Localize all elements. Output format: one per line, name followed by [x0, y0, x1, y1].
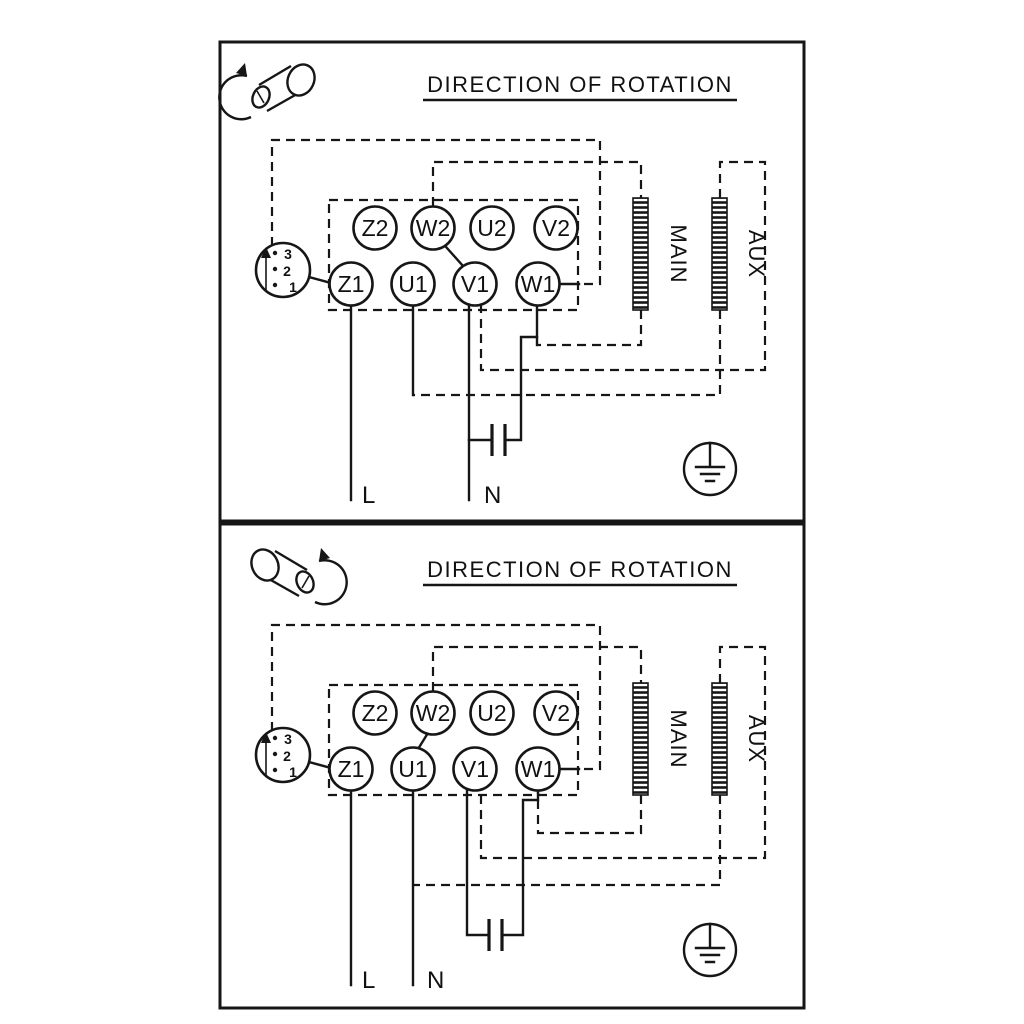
- terminal-u1: U1: [390, 261, 436, 307]
- terminal-u1: U1: [390, 746, 436, 792]
- selector-switch: 3 2 1: [254, 241, 312, 299]
- wire-aux-bottom-loop: [413, 795, 722, 887]
- wire-main-bottom-loop: [537, 310, 643, 347]
- terminal-block: [327, 198, 580, 312]
- switch-pos-2: 2: [283, 263, 291, 279]
- terminal-v1-label: V1: [461, 756, 489, 782]
- panel-1-border: [218, 40, 806, 523]
- capacitor-symbol: [465, 789, 540, 951]
- wire-w2-to-main: [431, 160, 643, 206]
- earth-ground-icon: [682, 441, 738, 497]
- neutral-label: N: [427, 967, 444, 994]
- rotation-arrowhead: [236, 63, 247, 76]
- wire-switch-loop: [270, 623, 602, 771]
- terminal-z1-label: Z1: [338, 271, 365, 297]
- terminal-v1: V1: [452, 746, 498, 792]
- capacitor-symbol: [467, 335, 539, 456]
- terminal-u2: U2: [469, 205, 515, 251]
- main-winding-symbol: MAIN: [632, 197, 691, 311]
- terminal-u1-label: U1: [398, 271, 427, 297]
- switch-pos-3: 3: [284, 731, 292, 747]
- panel-1-title: DIRECTION OF ROTATION: [427, 72, 733, 97]
- terminal-u1-label: U1: [398, 756, 427, 782]
- terminal-z1-label: Z1: [338, 756, 365, 782]
- terminal-u2-label: U2: [477, 700, 506, 726]
- terminal-w1: W1: [515, 261, 561, 307]
- selector-switch: 3 2 1: [254, 726, 312, 784]
- switch-pos-1: 1: [289, 764, 297, 780]
- terminal-block: [327, 683, 580, 797]
- wire-aux-top-loop: [479, 645, 767, 860]
- rotation-direction-icon: [218, 63, 316, 121]
- panel-1-dashed-wiring: [270, 138, 767, 397]
- switch-pos-1: 1: [289, 279, 297, 295]
- rotation-direction-icon: [250, 548, 348, 606]
- panel-2-title: DIRECTION OF ROTATION: [427, 557, 733, 582]
- aux-winding-symbol: AUX: [711, 682, 769, 796]
- switch-pos-3: 3: [284, 246, 292, 262]
- terminal-z1: Z1: [328, 746, 374, 792]
- terminal-w2-label: W2: [416, 700, 451, 726]
- wire-switch-loop: [270, 138, 602, 286]
- capacitor-plates: [490, 424, 507, 456]
- earth-ground-icon: [682, 922, 738, 978]
- aux-winding-label: AUX: [744, 230, 769, 278]
- neutral-label: N: [484, 482, 501, 509]
- terminal-w2: W2: [410, 205, 456, 251]
- main-winding-label: MAIN: [666, 710, 691, 769]
- capacitor-plates: [487, 919, 504, 951]
- terminal-z1: Z1: [328, 261, 374, 307]
- aux-winding-symbol: AUX: [711, 197, 769, 311]
- wire-main-bottom-loop: [536, 791, 643, 835]
- terminal-z2: Z2: [352, 205, 398, 251]
- switch-arrowhead: [261, 247, 271, 258]
- panel-2: DIRECTION OF ROTATION: [218, 522, 806, 1010]
- terminal-v2: V2: [533, 205, 579, 251]
- wire-switch-z1: [307, 275, 333, 285]
- terminal-v1-label: V1: [461, 271, 489, 297]
- live-label: L: [362, 967, 375, 994]
- terminal-z2-label: Z2: [362, 215, 389, 241]
- switch-arrowhead: [261, 732, 271, 743]
- terminal-v2: V2: [533, 690, 579, 736]
- panel-2-solid-wiring: [307, 718, 581, 987]
- switch-pos-2: 2: [283, 748, 291, 764]
- rotation-arrowhead: [319, 548, 330, 561]
- panel-1: DIRECTION OF ROTATION: [218, 40, 806, 523]
- terminal-w2-label: W2: [416, 215, 451, 241]
- main-winding-label: MAIN: [666, 225, 691, 284]
- terminal-v2-label: V2: [542, 215, 570, 241]
- terminal-v1: V1: [452, 261, 498, 307]
- terminal-u2-label: U2: [477, 215, 506, 241]
- panel-2-border: [218, 522, 806, 1010]
- wire-switch-z1: [307, 760, 333, 770]
- terminal-z2-label: Z2: [362, 700, 389, 726]
- live-label: L: [362, 482, 375, 509]
- terminal-u2: U2: [469, 690, 515, 736]
- wire-w2-to-main: [431, 645, 643, 691]
- terminal-w1-label: W1: [521, 756, 556, 782]
- main-winding-symbol: MAIN: [632, 682, 691, 796]
- terminal-w1: W1: [515, 746, 561, 792]
- terminal-v2-label: V2: [542, 700, 570, 726]
- aux-winding-label: AUX: [744, 715, 769, 763]
- terminal-z2: Z2: [352, 690, 398, 736]
- wire-aux-bottom-loop: [413, 310, 722, 397]
- terminal-w1-label: W1: [521, 271, 556, 297]
- terminal-w2: W2: [410, 690, 456, 736]
- panel-2-dashed-wiring: [270, 623, 767, 887]
- wire-aux-top-loop: [479, 160, 767, 372]
